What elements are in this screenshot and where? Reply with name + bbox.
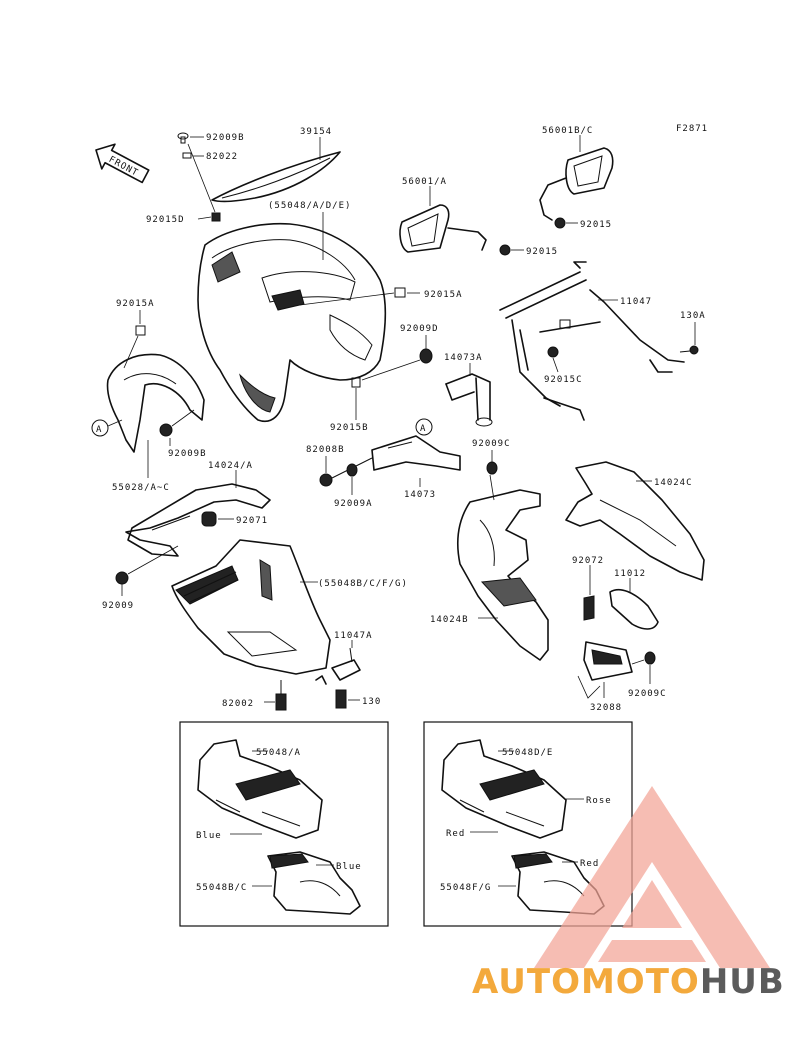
screw-92009D xyxy=(419,348,433,364)
label-92015A-left: 92015A xyxy=(116,299,155,309)
clip-92015D xyxy=(211,212,221,222)
screw-82008B xyxy=(319,457,373,487)
bracket-11047 xyxy=(499,261,685,421)
label-14024B: 14024B xyxy=(430,615,469,625)
inset-right-bottom-part: 55048F/G xyxy=(440,883,491,893)
label-92015A-mid: 92015A xyxy=(424,290,463,300)
bolt-82002 xyxy=(275,680,287,711)
inset-right-color-1: Rose xyxy=(586,796,612,806)
watermark-text: AUTOMOTOHUB xyxy=(472,962,785,1002)
label-39154: 39154 xyxy=(300,127,332,137)
label-92009B-top: 92009B xyxy=(206,133,245,143)
label-32088: 32088 xyxy=(590,703,622,713)
screw-92009A xyxy=(346,463,358,477)
screw-92009B-top xyxy=(177,132,189,144)
screw-92009C-top xyxy=(486,461,498,475)
ref-circle-A-mid xyxy=(415,418,433,436)
label-92071: 92071 xyxy=(236,516,268,526)
label-92072: 92072 xyxy=(572,556,604,566)
inset-right-fairing xyxy=(441,739,605,915)
label-14073A: 14073A xyxy=(444,353,483,363)
label-14073: 14073 xyxy=(404,490,436,500)
label-92015B: 92015B xyxy=(330,423,369,433)
inset-right-color-3: Red xyxy=(580,859,599,869)
label-92015-right: 92015 xyxy=(580,220,612,230)
label-92015-mid: 92015 xyxy=(526,247,558,257)
label-130: 130 xyxy=(362,697,381,707)
screw-92009C-bot xyxy=(644,651,656,665)
inset-left-box xyxy=(179,721,389,927)
mirror-56001BC xyxy=(539,147,614,221)
label-82008B: 82008B xyxy=(306,445,345,455)
label-55028: 55028/A~C xyxy=(112,483,170,493)
grommet-92071 xyxy=(201,511,217,527)
inset-left-color-2: Blue xyxy=(336,862,362,872)
duct-14073A xyxy=(445,373,493,427)
screw-92009B-mid xyxy=(159,423,173,437)
label-130A: 130A xyxy=(680,311,706,321)
label-92009A: 92009A xyxy=(334,499,373,509)
screw-92009 xyxy=(115,571,129,585)
label-A-mid: A xyxy=(420,424,426,434)
side-cover-14024C xyxy=(565,461,705,581)
nut-92015-mid xyxy=(499,244,511,256)
watermark-triangle-icon xyxy=(534,786,770,968)
label-92015C: 92015C xyxy=(544,375,583,385)
label-A-left: A xyxy=(96,425,102,435)
label-11047A: 11047A xyxy=(334,631,373,641)
label-92015D: 92015D xyxy=(146,215,185,225)
side-cover-14024A xyxy=(125,483,271,557)
inset-right-top-part: 55048D/E xyxy=(502,748,553,758)
nut-92015-right xyxy=(554,217,566,229)
inset-left-top-part: 55048/A xyxy=(256,748,301,758)
inset-left-color-1: Blue xyxy=(196,831,222,841)
inset-left-bottom-part: 55048B/C xyxy=(196,883,247,893)
lower-fairing-55048B xyxy=(171,539,331,675)
clip-92015B xyxy=(351,377,361,388)
bolt-130A xyxy=(679,345,699,355)
windscreen-39154 xyxy=(211,151,341,203)
watermark-logo xyxy=(534,786,770,968)
inner-panel-55028 xyxy=(106,353,205,453)
mirror-56001A xyxy=(399,204,487,253)
label-14024C: 14024C xyxy=(654,478,693,488)
bolt-130 xyxy=(335,689,347,709)
label-92009C-top: 92009C xyxy=(472,439,511,449)
ref-circle-A-left xyxy=(91,419,109,437)
label-11047: 11047 xyxy=(620,297,652,307)
label-56001A: 56001/A xyxy=(402,177,447,187)
label-14024A: 14024/A xyxy=(208,461,253,471)
pad-92072 xyxy=(583,595,595,621)
nut-82022 xyxy=(182,152,192,159)
watermark-part-2: HUB xyxy=(700,962,785,1002)
inset-left-fairing xyxy=(197,739,361,915)
label-92009: 92009 xyxy=(102,601,134,611)
duct-14073 xyxy=(371,435,461,471)
label-55048-ADE: (55048/A/D/E) xyxy=(268,201,351,211)
label-55048BCFG: (55048B/C/F/G) xyxy=(318,579,408,589)
label-92009B-mid: 92009B xyxy=(168,449,207,459)
label-56001BC: 56001B/C xyxy=(542,126,593,136)
box-32088 xyxy=(583,641,633,681)
watermark-part-1: AUTOMOTO xyxy=(472,962,700,1002)
inner-cowl-14024B xyxy=(456,489,549,661)
figure-code: F2871 xyxy=(676,124,708,134)
nut-92015C xyxy=(547,346,559,358)
bracket-11047A xyxy=(331,647,361,681)
label-82002: 82002 xyxy=(222,699,254,709)
inset-right-color-2: Red xyxy=(446,829,465,839)
front-arrow: FRONT xyxy=(95,143,150,184)
clip-92015A-left xyxy=(135,325,146,336)
upper-fairing-55048 xyxy=(197,222,387,422)
label-82022: 82022 xyxy=(206,152,238,162)
label-92009C-bot: 92009C xyxy=(628,689,667,699)
label-11012: 11012 xyxy=(614,569,646,579)
label-92009D: 92009D xyxy=(400,324,439,334)
clip-92015A-mid xyxy=(394,287,406,298)
plate-11012 xyxy=(609,588,659,630)
